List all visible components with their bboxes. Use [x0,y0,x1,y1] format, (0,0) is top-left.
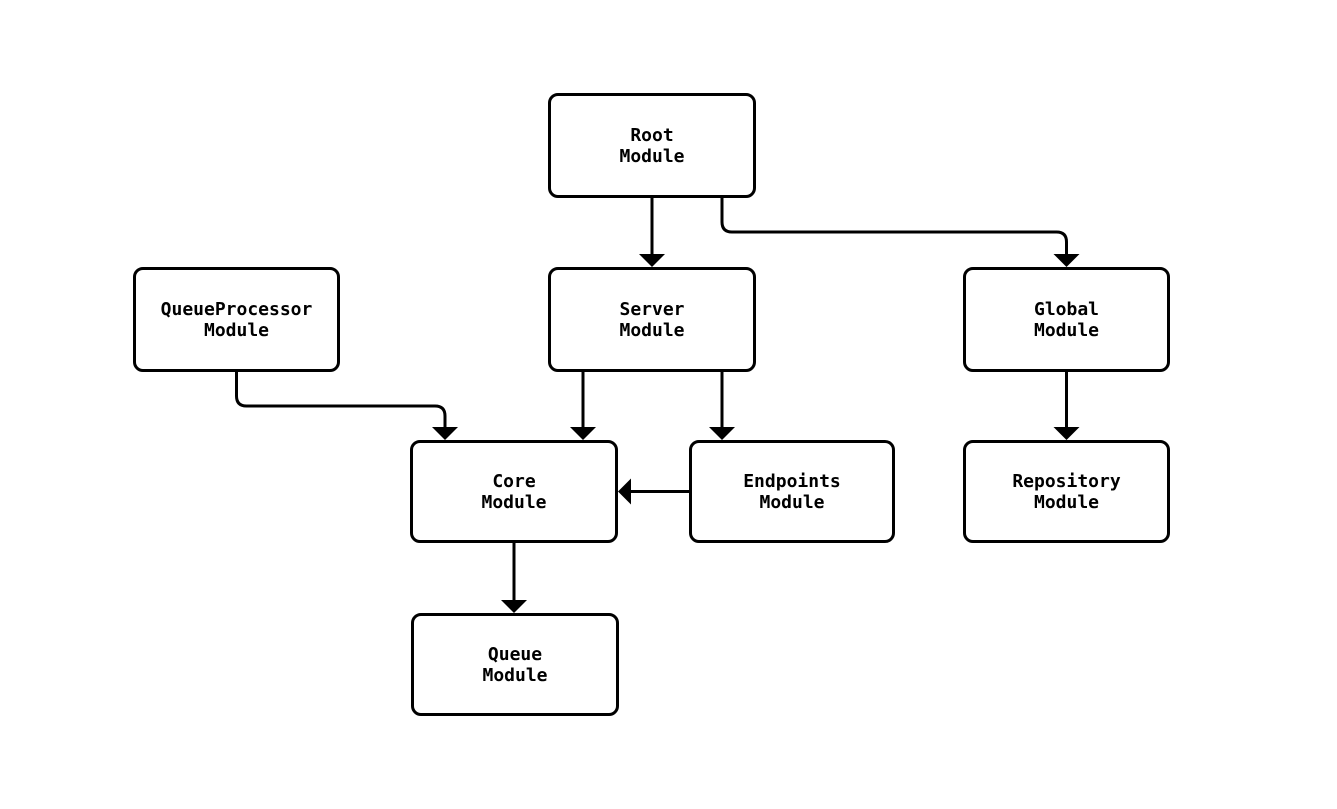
arrowhead-icon [1053,254,1080,267]
arrowhead-icon [432,427,458,440]
module-type-label: Module [619,145,685,167]
module-name: QueueProcessor [160,298,313,320]
arrowhead-icon [1053,427,1080,440]
arrowhead-icon [639,254,665,267]
node-endpoints-module: Endpoints Module [689,440,895,543]
edge-root-module-to-global-module [720,198,1068,254]
module-type-label: Module [1033,319,1100,341]
module-type-label: Module [759,491,825,513]
node-queueprocessor-module: QueueProcessor Module [133,267,340,372]
node-core-module: Core Module [410,440,618,543]
module-type-label: Module [1033,491,1100,513]
node-root-module: Root Module [548,93,756,198]
module-type-label: Module [619,319,685,341]
module-name: Global [1033,298,1100,320]
arrowhead-icon [618,478,631,505]
node-server-module: Server Module [548,267,756,372]
module-name: Root [630,124,674,146]
module-name: Repository [1012,470,1121,492]
module-type-label: Module [482,664,548,686]
arrowhead-icon [709,427,735,440]
module-name: Endpoints [743,470,841,492]
module-name: Core [492,470,536,492]
arrowhead-icon [501,600,527,613]
node-global-module: Global Module [963,267,1170,372]
module-name: Queue [487,643,543,665]
edge-queueprocessor-module-to-core-module [235,372,447,427]
node-repository-module: Repository Module [963,440,1170,543]
module-type-label: Module [203,319,270,341]
module-type-label: Module [481,491,547,513]
module-name: Server [619,298,685,320]
node-queue-module: Queue Module [411,613,619,716]
arrowhead-icon [570,427,596,440]
